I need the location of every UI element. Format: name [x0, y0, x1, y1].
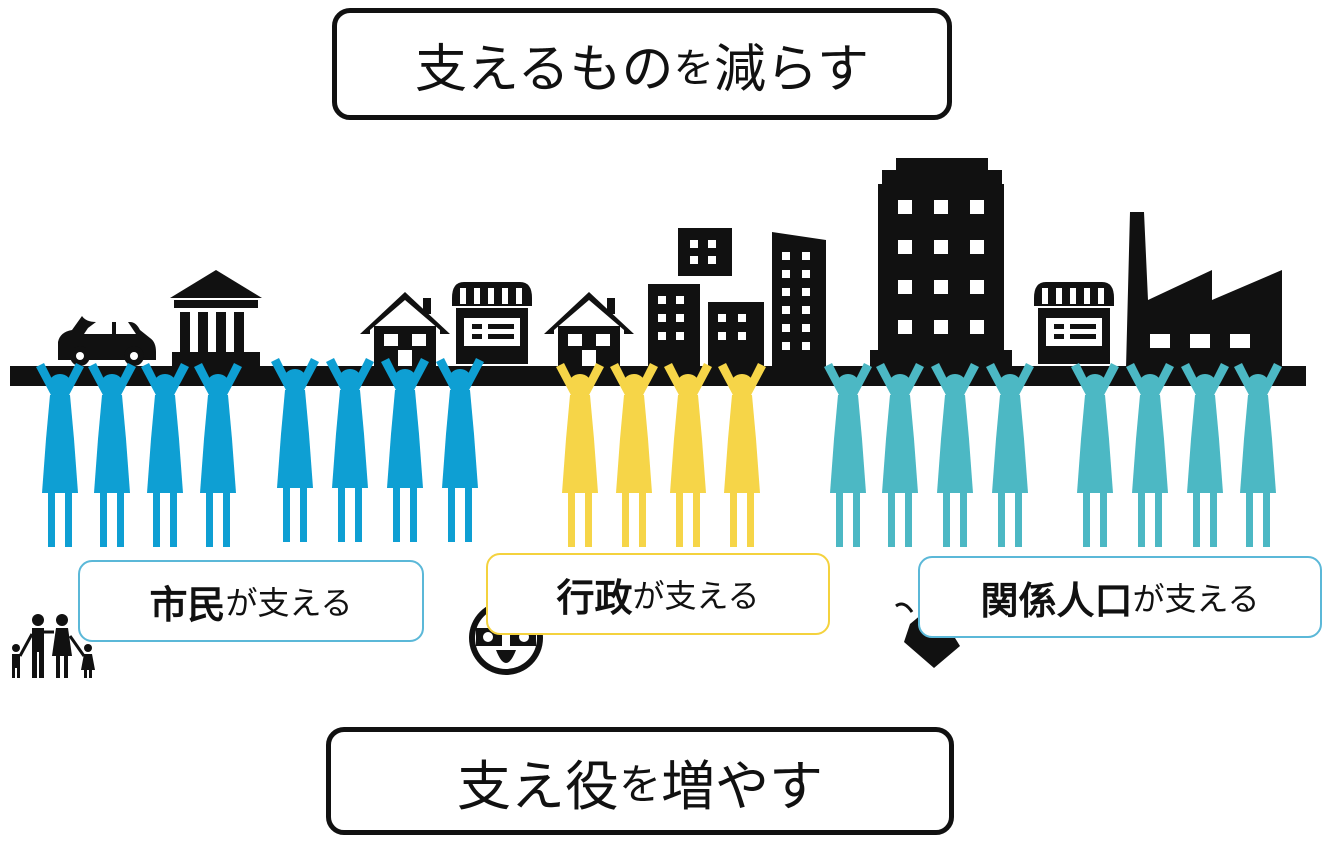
factory-icon: [1126, 212, 1282, 368]
label-government-weak: が支える: [632, 577, 760, 615]
tower-icon: [870, 158, 1012, 368]
title-bottom-particle: を: [618, 759, 662, 809]
shop-icon: [1034, 282, 1114, 364]
house-icon: [360, 292, 450, 374]
shop-icon: [452, 282, 532, 364]
government-supporters: [556, 363, 766, 547]
bank-icon: [170, 270, 262, 366]
house-icon: [544, 292, 634, 374]
title-reduce-burden: 支えるものを減らす: [332, 8, 952, 120]
title-bottom-tail: 増やす: [661, 754, 824, 818]
label-related-strong: 関係人口: [980, 578, 1133, 623]
label-citizens-weak: が支える: [225, 584, 353, 622]
title-increase-supporters: 支え役を増やす: [326, 727, 954, 835]
title-top-main: 支えるもの: [415, 39, 674, 100]
title-top-tail: 減らす: [714, 39, 869, 100]
label-related-population-support: 関係人口が支える: [918, 556, 1322, 638]
label-citizens-support: 市民が支える: [78, 560, 424, 642]
label-government-support: 行政が支える: [486, 553, 830, 635]
citizens-supporters: [36, 358, 484, 547]
related-population-supporters: [824, 363, 1282, 547]
car-icon: [58, 316, 156, 366]
label-government-strong: 行政: [556, 575, 633, 620]
label-related-weak: が支える: [1132, 580, 1260, 618]
family-icon: [12, 614, 95, 678]
title-bottom-main: 支え役: [456, 754, 619, 818]
title-top-particle: を: [673, 43, 715, 92]
label-citizens-strong: 市民: [149, 582, 226, 627]
apartment-icon: [648, 228, 826, 368]
